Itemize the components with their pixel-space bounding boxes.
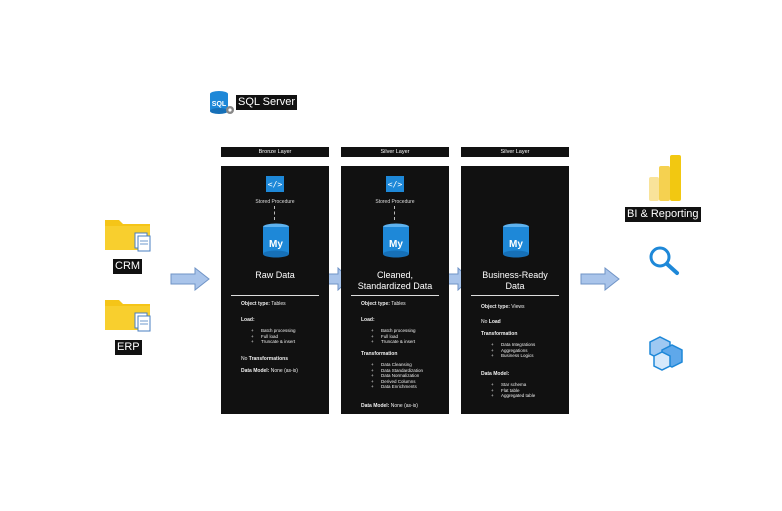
layer-header-bronze: Bronze Layer	[221, 147, 329, 157]
list-item: Data Standardization	[361, 368, 423, 374]
sql-server-icon: SQL	[208, 90, 236, 116]
list-item: Truncate & insert	[361, 339, 416, 345]
list-item: Data Normalization	[361, 373, 423, 379]
list-item: Data Cleansing	[361, 362, 423, 368]
list-item: Star schema	[481, 382, 535, 388]
dashed-connector	[394, 206, 395, 220]
transformation-heading: Transformation	[361, 351, 398, 357]
folder-icon	[104, 296, 152, 332]
layer-header-silver: Silver Layer	[341, 147, 449, 157]
layer-panel-silver: </> Stored Procedure My Cleaned,Standard…	[341, 166, 449, 414]
source-label-crm: CRM	[113, 259, 143, 274]
object-type-row: Object type: Views	[481, 304, 525, 310]
bi-reporting-label: BI & Reporting	[625, 207, 701, 222]
transformation-list: Data Integrations Aggregations Business …	[481, 342, 535, 359]
svg-text:</>: </>	[268, 180, 283, 189]
sql-server-label: SQL Server	[236, 95, 298, 110]
database-icon: My	[502, 223, 530, 259]
stored-procedure-label: Stored Procedure	[255, 199, 295, 205]
load-heading: Load:	[361, 317, 375, 323]
load-row: No Load	[481, 319, 501, 325]
data-model-heading: Data Model:	[481, 371, 510, 377]
data-model-list: Star schema Flat table Aggregated table	[481, 382, 535, 399]
data-model-row: Data Model: None (as-is)	[241, 368, 298, 374]
divider	[231, 295, 319, 296]
list-item: Data Integrations	[481, 342, 535, 348]
database-glyph: My	[269, 239, 283, 250]
stored-procedure-label: Stored Procedure	[375, 199, 415, 205]
list-item: Business Logics	[481, 353, 535, 359]
list-item: Data Enrichments	[361, 384, 423, 390]
list-item: Batch processing	[361, 328, 416, 334]
database-icon: My	[262, 223, 290, 259]
transformation-list: Data Cleansing Data Standardization Data…	[361, 362, 423, 390]
stored-procedure-icon: </>	[386, 176, 404, 192]
dashed-connector	[274, 206, 275, 220]
layer-title: Raw Data	[255, 270, 295, 280]
divider	[471, 295, 559, 296]
list-item: Batch processing	[241, 328, 296, 334]
flow-arrow	[580, 267, 620, 291]
layer-panel-bronze: </> Stored Procedure My Raw Data Object …	[221, 166, 329, 414]
list-item: Full load	[241, 334, 296, 340]
list-item: Flat table	[481, 388, 535, 394]
database-icon: My	[382, 223, 410, 259]
divider	[351, 295, 439, 296]
load-list: Batch processing Full load Truncate & in…	[361, 328, 416, 345]
load-list: Batch processing Full load Truncate & in…	[241, 328, 296, 345]
power-bi-icon	[647, 155, 683, 201]
list-item: Full load	[361, 334, 416, 340]
svg-text:</>: </>	[388, 180, 403, 189]
transformation-heading: Transformation	[481, 331, 518, 337]
object-type-row: Object type: Tables	[361, 301, 406, 307]
database-glyph: My	[509, 239, 523, 250]
transformation-row: No Transformations	[241, 356, 288, 362]
object-type-row: Object type: Tables	[241, 301, 286, 307]
folder-icon	[104, 216, 152, 252]
source-label-erp: ERP	[115, 340, 142, 355]
list-item: Truncate & insert	[241, 339, 296, 345]
list-item: Derived Columns	[361, 379, 423, 385]
database-glyph: My	[389, 239, 403, 250]
layer-header-third: Silver Layer	[461, 147, 569, 157]
list-item: Aggregations	[481, 348, 535, 354]
cube-icon	[646, 336, 686, 372]
search-icon	[647, 245, 681, 277]
data-model-row: Data Model: None (as-is)	[361, 403, 418, 409]
stored-procedure-icon: </>	[266, 176, 284, 192]
load-heading: Load:	[241, 317, 255, 323]
layer-title: Cleaned,Standardized Data	[357, 270, 433, 291]
flow-arrow	[170, 267, 210, 291]
svg-text:SQL: SQL	[212, 101, 227, 108]
list-item: Aggregated table	[481, 393, 535, 399]
